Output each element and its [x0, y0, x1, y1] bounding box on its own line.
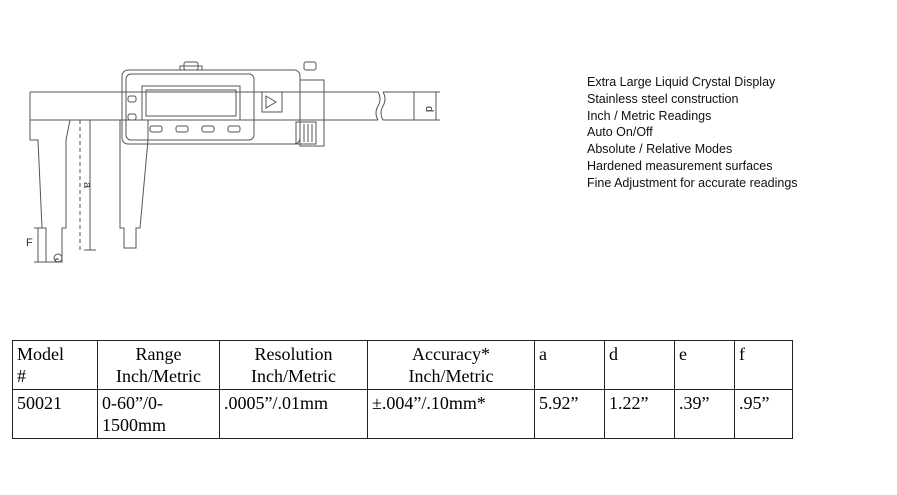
beam-break	[375, 91, 381, 121]
lock-knob-base	[179, 65, 203, 71]
cell-resolution: .0005”/.01mm	[219, 389, 368, 439]
display-button-2	[175, 125, 189, 133]
label-d: d	[423, 106, 435, 112]
header-a: a	[534, 340, 605, 390]
feature-item: Fine Adjustment for accurate readings	[587, 175, 798, 190]
label-a: a	[81, 182, 93, 189]
feature-item: Hardened measurement surfaces	[587, 158, 773, 173]
label-f: F	[26, 237, 33, 249]
fine-adjust-wheel	[295, 121, 317, 145]
cell-model: 50021	[12, 389, 98, 439]
label-e: e	[55, 257, 59, 264]
display-button-3	[201, 125, 215, 133]
header-accuracy: Accuracy* Inch/Metric	[367, 340, 535, 390]
spec-table: Model # Range Inch/Metric Resolution Inc…	[12, 340, 793, 439]
header-resolution: Resolution Inch/Metric	[219, 340, 368, 390]
fine-adjust-housing	[299, 79, 325, 147]
table-row: 50021 0-60”/0-1500mm .0005”/.01mm ±.004”…	[12, 389, 793, 439]
header-f: f	[734, 340, 793, 390]
cell-range: 0-60”/0-1500mm	[97, 389, 220, 439]
cell-e: .39”	[674, 389, 735, 439]
feature-list: Extra Large Liquid Crystal Display Stain…	[587, 74, 798, 192]
display-frame	[125, 73, 255, 141]
side-button-1	[127, 95, 137, 103]
dimension-e-marker	[53, 253, 63, 263]
feature-item: Extra Large Liquid Crystal Display	[587, 75, 776, 89]
side-button-2	[127, 113, 137, 121]
header-model: Model #	[12, 340, 98, 390]
header-e: e	[674, 340, 735, 390]
cell-d: 1.22”	[604, 389, 675, 439]
table-header-row: Model # Range Inch/Metric Resolution Inc…	[12, 340, 793, 390]
caliper-diagram: d a F e	[26, 61, 440, 264]
feature-item: Absolute / Relative Modes	[587, 142, 733, 157]
display-button-1	[149, 125, 163, 133]
display-button-4	[227, 125, 241, 133]
lcd-inner	[145, 89, 237, 117]
cell-accuracy: ±.004”/.10mm*	[367, 389, 535, 439]
header-range: Range Inch/Metric	[97, 340, 220, 390]
beam-break-2	[380, 91, 386, 121]
header-d: d	[604, 340, 675, 390]
cell-f: .95”	[734, 389, 793, 439]
adjust-knob	[303, 61, 317, 71]
arrow-indicator	[265, 95, 277, 109]
feature-item: Inch / Metric Readings	[587, 108, 712, 123]
fixed-jaw	[29, 92, 71, 263]
feature-item: Stainless steel construction	[587, 91, 739, 106]
feature-item: Auto On/Off	[587, 125, 653, 140]
movable-jaw	[119, 120, 149, 249]
arrow-box	[261, 91, 283, 113]
cell-a: 5.92”	[534, 389, 605, 439]
display-housing	[121, 69, 301, 145]
lcd-screen	[141, 85, 241, 121]
